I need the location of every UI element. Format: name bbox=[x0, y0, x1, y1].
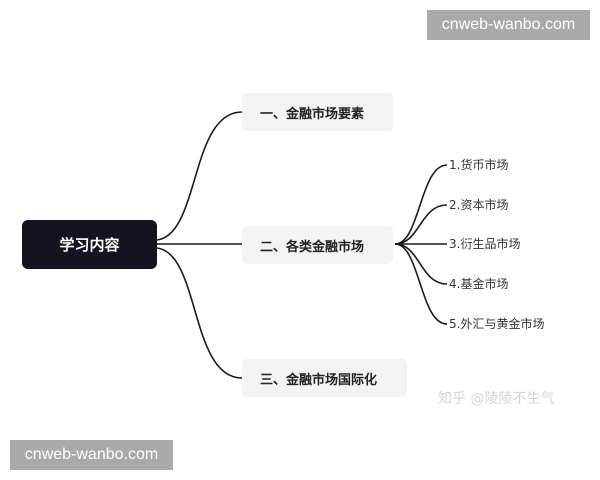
branch-node-3[interactable]: 三、金融市场国际化 bbox=[242, 359, 407, 397]
zhihu-watermark: 知乎 @陵陵不生气 bbox=[438, 391, 555, 407]
root-node[interactable]: 学习内容 bbox=[22, 220, 157, 269]
root-node-label: 学习内容 bbox=[59, 236, 120, 254]
branch-node-1[interactable]: 一、金融市场要素 bbox=[242, 93, 393, 131]
leaf-node-2[interactable]: 2.资本市场 bbox=[449, 198, 509, 212]
leaf-node-5[interactable]: 5.外汇与黄金市场 bbox=[449, 317, 545, 331]
branch-node-2[interactable]: 二、各类金融市场 bbox=[242, 226, 393, 264]
branch-node-label: 一、金融市场要素 bbox=[260, 106, 365, 122]
leaf-node-1[interactable]: 1.货币市场 bbox=[449, 158, 509, 172]
branch-node-label: 三、金融市场国际化 bbox=[260, 372, 378, 388]
branch-node-label: 二、各类金融市场 bbox=[260, 239, 365, 255]
leaf-node-4[interactable]: 4.基金市场 bbox=[449, 277, 509, 291]
watermark-top-right: cnweb-wanbo.com bbox=[427, 10, 590, 40]
watermark-bottom-left: cnweb-wanbo.com bbox=[10, 440, 173, 470]
leaf-node-3[interactable]: 3.衍生品市场 bbox=[449, 237, 521, 251]
